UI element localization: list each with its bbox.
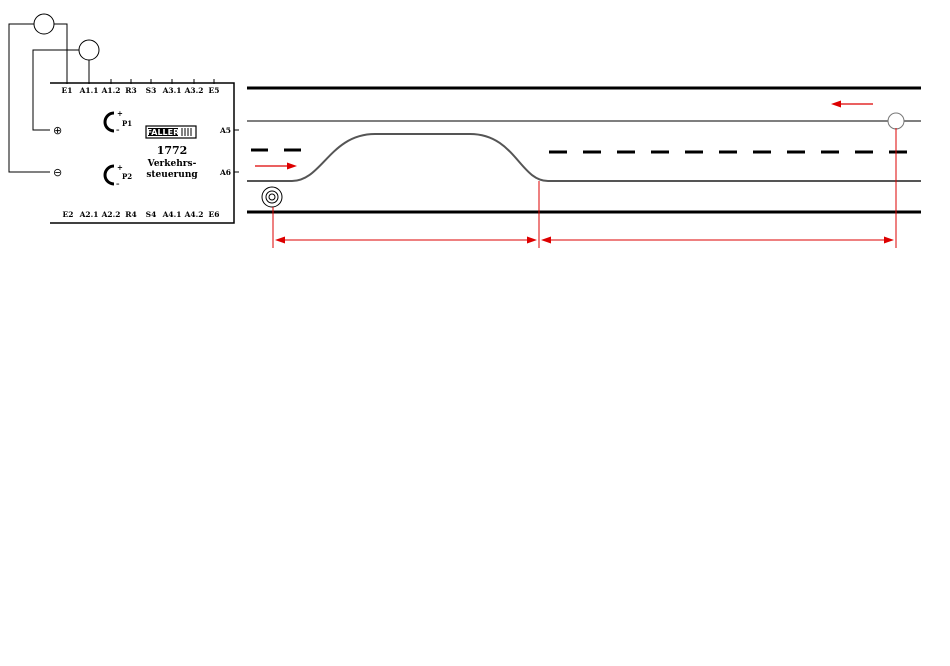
road-layout [247, 88, 921, 248]
potentiometer-p1: + P1 – [105, 109, 132, 134]
pin-label-e1: E1 [62, 86, 73, 95]
bypass-lane-track [247, 134, 921, 181]
pin-label-e2: E2 [63, 210, 74, 219]
sensor-circle-2 [79, 40, 99, 60]
sensor-circle-1 [34, 14, 54, 34]
dimension-arrow-left-segment [275, 237, 537, 244]
pot-knob-icon [105, 166, 114, 184]
pin-label-e5: E5 [209, 86, 220, 95]
pot1-plus: + [117, 109, 123, 118]
right-pins: A5 A6 [219, 126, 239, 177]
pin-label-s4: S4 [146, 210, 157, 219]
control-module: E1 A1.1 A1.2 R3 S3 A3.1 A3.2 E5 E2 A2.1 … [50, 79, 239, 223]
module-border [50, 83, 234, 223]
potentiometer-p2: + P2 – [105, 163, 132, 188]
module-name-line2: steuerung [146, 170, 198, 180]
pin-label-a3-1: A3.1 [162, 86, 182, 95]
pot1-minus: – [116, 125, 120, 134]
plus-terminal-symbol: ⊕ [53, 124, 62, 137]
pin-label-a3-2: A3.2 [184, 86, 204, 95]
dimension-arrow-right-segment [541, 237, 894, 244]
pin-label-e6: E6 [209, 210, 220, 219]
pin-label-a1-1: A1.1 [79, 86, 99, 95]
pot-knob-icon [105, 113, 114, 131]
dimension-lines [273, 128, 896, 248]
wire-minus-loop [9, 24, 50, 172]
pin-label-a5: A5 [219, 126, 231, 135]
pin-label-a6: A6 [219, 168, 231, 177]
pin-label-a4-2: A4.2 [184, 210, 204, 219]
direction-arrow-right [255, 163, 297, 170]
road-sensor-right [888, 113, 904, 129]
pin-label-a1-2: A1.2 [101, 86, 121, 95]
pot2-plus: + [117, 163, 123, 172]
module-name-line1: Verkehrs- [147, 159, 197, 169]
sensor-outer-ring [262, 187, 282, 207]
logo-text: FALLER [147, 128, 180, 137]
pot2-label: P2 [122, 172, 132, 181]
pin-label-r3: R3 [125, 86, 136, 95]
minus-terminal-symbol: ⊖ [53, 166, 62, 179]
wire-e1-to-minus [54, 24, 67, 83]
pin-label-a2-2: A2.2 [101, 210, 121, 219]
pin-label-r4: R4 [125, 210, 136, 219]
sensor-mid-ring [266, 191, 278, 203]
road-sensor-left [262, 187, 282, 207]
pot1-label: P1 [122, 119, 132, 128]
direction-arrow-left [831, 101, 873, 108]
pin-label-s3: S3 [146, 86, 157, 95]
bottom-pin-labels: E2 A2.1 A2.2 R4 S4 A4.1 A4.2 E6 [63, 210, 220, 219]
pin-label-a4-1: A4.1 [162, 210, 182, 219]
manufacturer-logo: FALLER [146, 126, 196, 138]
module-number: 1772 [157, 144, 188, 157]
top-pin-labels: E1 A1.1 A1.2 R3 S3 A3.1 A3.2 E5 [62, 86, 220, 95]
pin-label-a2-1: A2.1 [79, 210, 99, 219]
sensor-inner-ring [269, 194, 275, 200]
pot2-minus: – [116, 179, 120, 188]
